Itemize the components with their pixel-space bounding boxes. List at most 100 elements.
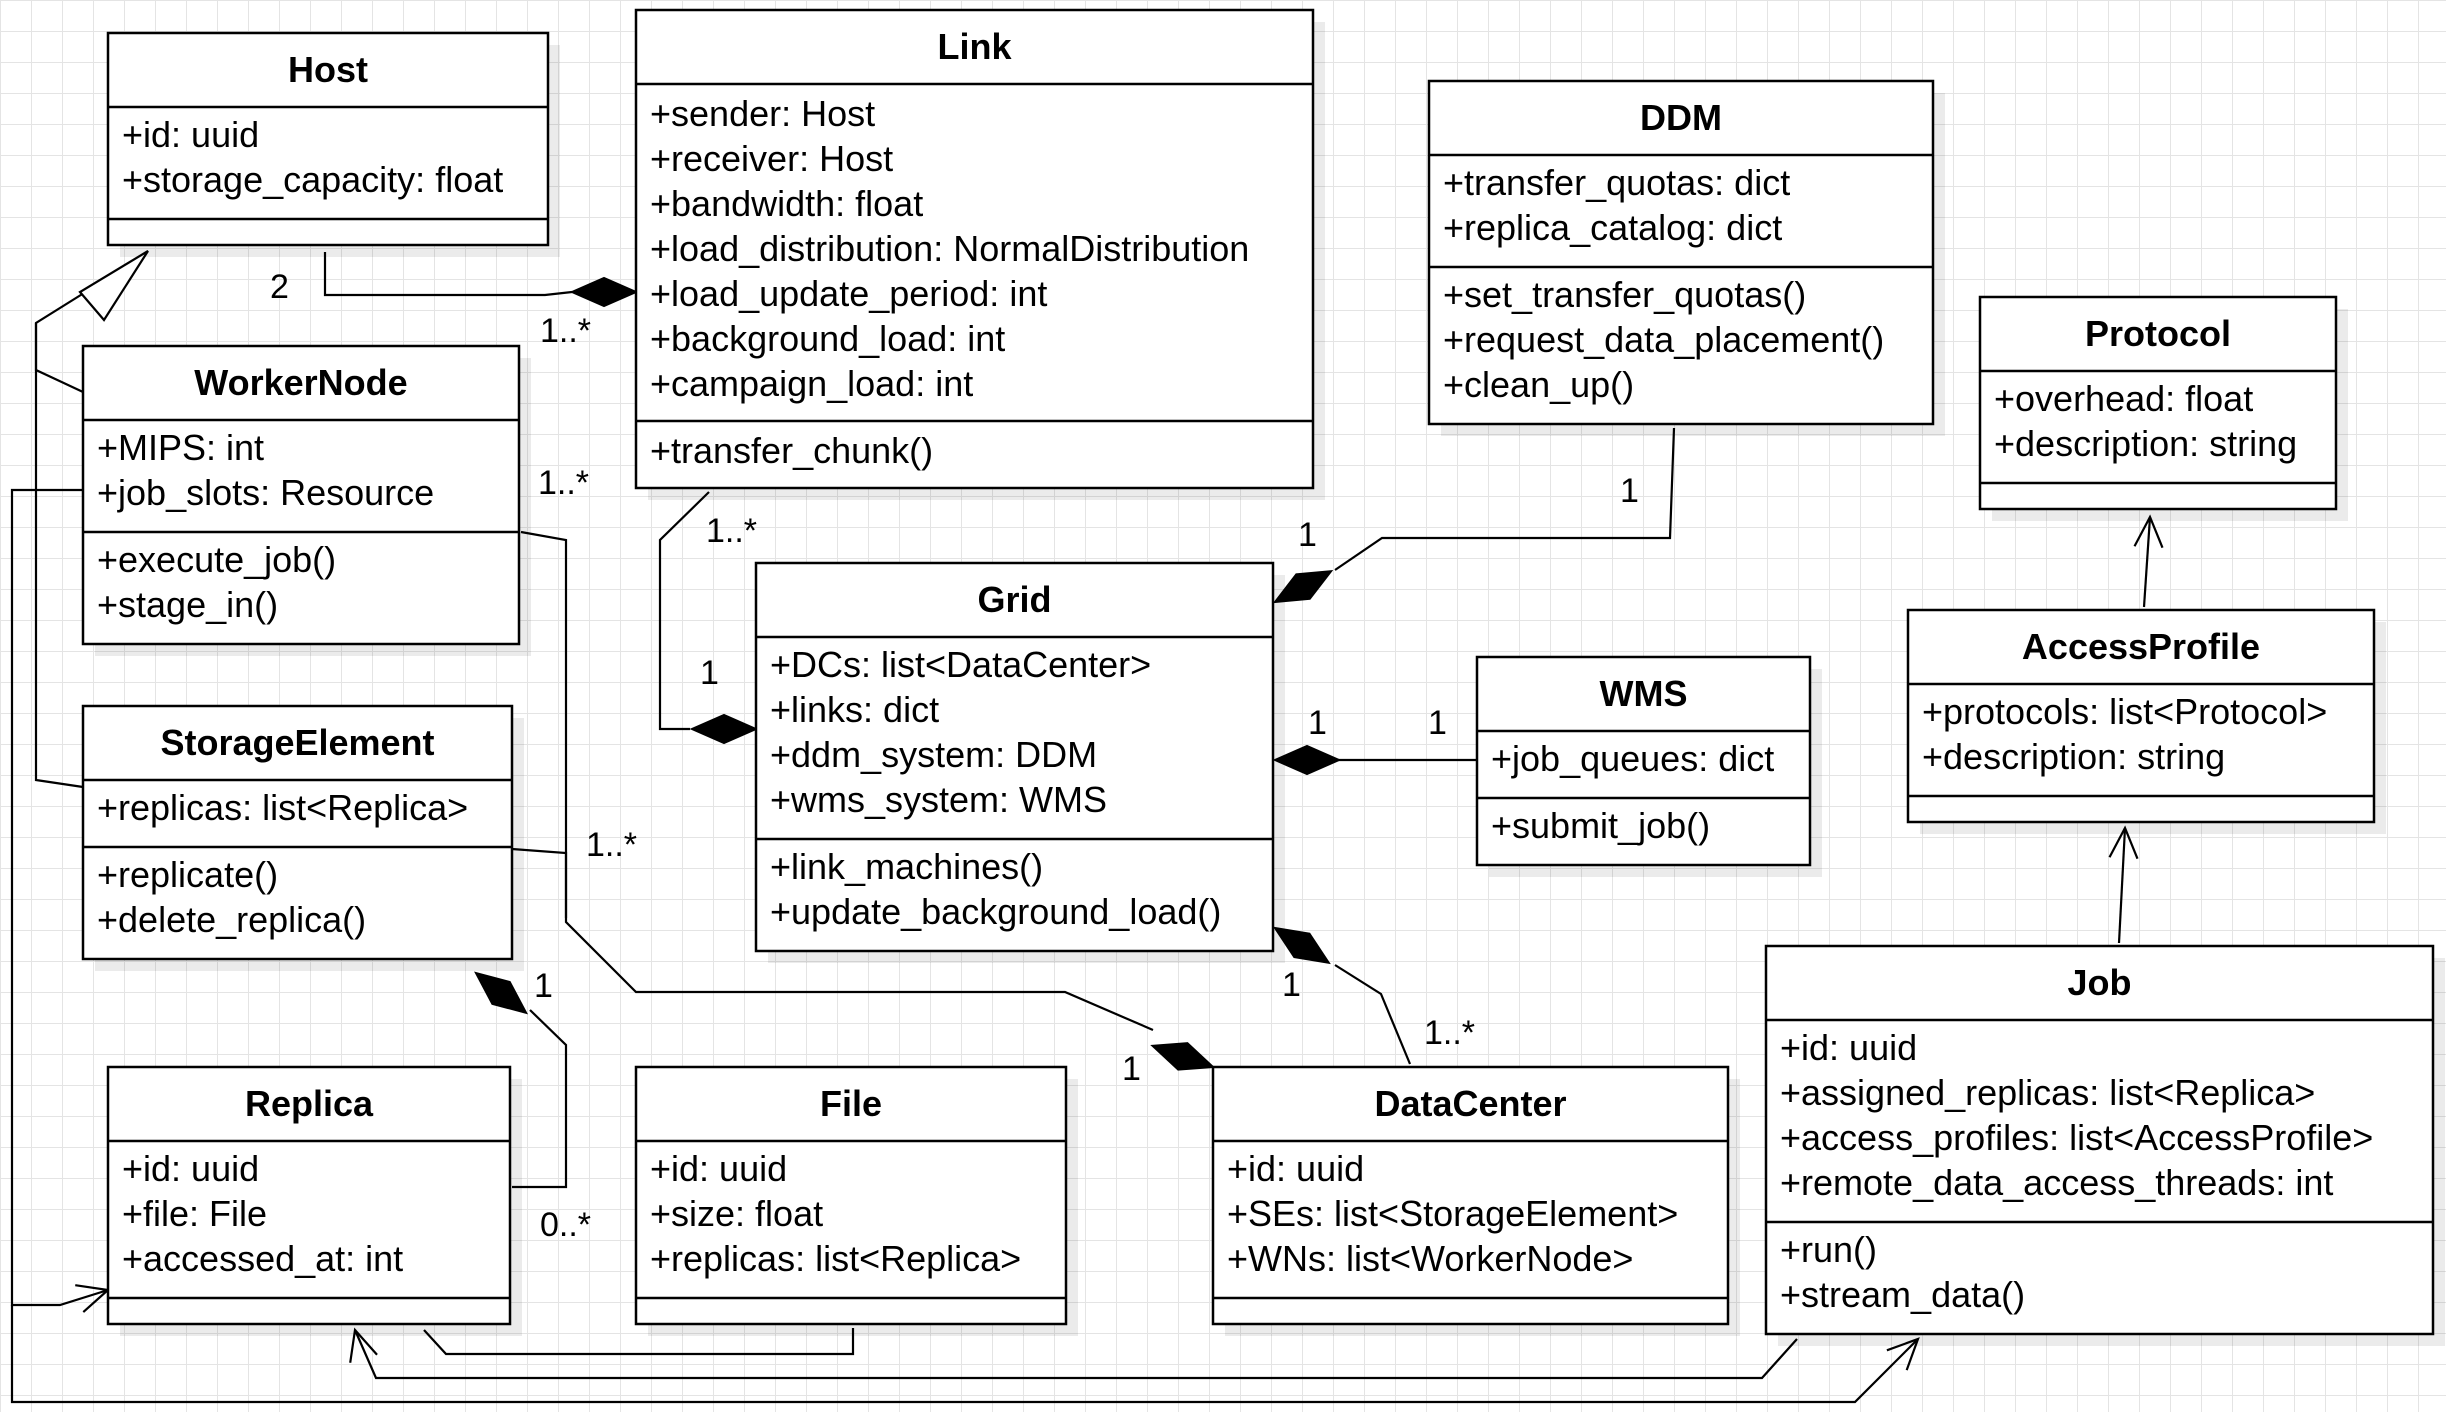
class-file: File +id: uuid+size: float+replicas: list…	[634, 1065, 1078, 1336]
class-name: DDM	[1640, 97, 1722, 138]
class-protocol: Protocol+overhead: float+description: st…	[1978, 295, 2348, 521]
class-attribute: +links: dict	[770, 689, 939, 730]
class-workernode: WorkerNode+MIPS: int+job_slots: Resource…	[81, 344, 531, 656]
class-storageelement: StorageElement+replicas: list<Replica>+r…	[81, 704, 524, 971]
class-attribute: +job_queues: dict	[1491, 738, 1774, 779]
class-method: +run()	[1780, 1229, 1877, 1270]
composition-diamond-link	[569, 276, 639, 308]
class-datacenter: DataCenter+id: uuid+SEs: list<StorageEle…	[1211, 1065, 1740, 1336]
class-box	[634, 8, 1315, 490]
association-datacenter-grid	[1334, 964, 1412, 1065]
class-attribute: +background_load: int	[650, 318, 1005, 359]
class-attribute: +job_slots: Resource	[97, 472, 434, 513]
composition-diamond-storageelement	[474, 971, 529, 1015]
class-attribute: +id: uuid	[1227, 1148, 1364, 1189]
class-attribute: +receiver: Host	[650, 138, 893, 179]
association-workernode-job	[10, 1305, 1919, 1404]
class-name: StorageElement	[160, 722, 434, 763]
class-name: Host	[288, 49, 368, 90]
class-replica: Replica +id: uuid+file: File+accessed_at:…	[106, 1065, 522, 1336]
class-attribute: +replicas: list<Replica>	[650, 1238, 1021, 1279]
class-method: +link_machines()	[770, 846, 1043, 887]
class-attribute: +SEs: list<StorageElement>	[1227, 1193, 1678, 1234]
multiplicity-label: 1	[1620, 472, 1639, 510]
multiplicity-label: 1	[1428, 704, 1447, 742]
class-box	[634, 1065, 1068, 1326]
multiplicity-label: 1..*	[1424, 1014, 1475, 1052]
class-box	[106, 1065, 512, 1326]
class-attribute: +description: string	[1994, 423, 2297, 464]
multiplicity-label: 1	[1308, 704, 1327, 742]
association-accessprofile-protocol	[2142, 516, 2152, 608]
class-attribute: +wms_system: WMS	[770, 779, 1107, 820]
class-wms: WMS +job_queues: dict +submit_job()	[1475, 655, 1822, 877]
class-name: WMS	[1600, 673, 1688, 714]
class-name: DataCenter	[1374, 1083, 1566, 1124]
class-attribute: +bandwidth: float	[650, 183, 923, 224]
arrow-accessprofile	[2108, 825, 2139, 860]
class-attribute: +transfer_quotas: dict	[1443, 162, 1790, 203]
class-attribute: +file: File	[122, 1193, 267, 1234]
class-attribute: +size: float	[650, 1193, 823, 1234]
class-attribute: +replicas: list<Replica>	[97, 787, 468, 828]
class-method: +set_transfer_quotas()	[1443, 274, 1806, 315]
composition-diamond-grid-wms	[1272, 744, 1342, 776]
multiplicity-label: 1	[534, 967, 553, 1005]
association-job-accessprofile	[2117, 827, 2127, 944]
class-method: +stream_data()	[1780, 1274, 2025, 1315]
class-name: File	[820, 1083, 882, 1124]
class-attribute: +id: uuid	[650, 1148, 787, 1189]
class-name: Replica	[245, 1083, 374, 1124]
class-attribute: +WNs: list<WorkerNode>	[1227, 1238, 1633, 1279]
class-attribute: +replica_catalog: dict	[1443, 207, 1782, 248]
arrow-protocol	[2133, 514, 2164, 549]
class-box	[754, 561, 1275, 953]
class-box	[1475, 655, 1812, 867]
class-attribute: +id: uuid	[122, 1148, 259, 1189]
inheritance-arrow	[78, 250, 149, 322]
association-file-replica	[423, 1328, 855, 1356]
connectors	[10, 250, 2164, 1404]
class-host: Host +id: uuid+storage_capacity: float	[106, 31, 560, 257]
composition-diamond-datacenter	[1150, 1042, 1216, 1071]
class-box	[106, 31, 550, 247]
class-method: +transfer_chunk()	[650, 430, 933, 471]
association-se-datacenter	[511, 847, 568, 918]
class-attribute: +ddm_system: DDM	[770, 734, 1097, 775]
multiplicity-label: 1..*	[706, 512, 757, 550]
class-layer: Host+id: uuid+storage_capacity: floatLin…	[81, 8, 2445, 1346]
association-job-replica	[353, 1329, 1798, 1380]
association-host-link	[323, 252, 573, 297]
multiplicity-label: 1	[1122, 1050, 1141, 1088]
multiplicity-label: 1..*	[538, 464, 589, 502]
class-ddm: DDM +transfer_quotas: dict+replica_catalo…	[1427, 79, 1945, 436]
class-method: +update_background_load()	[770, 891, 1221, 932]
class-name: Link	[937, 26, 1012, 67]
class-method: +clean_up()	[1443, 364, 1634, 405]
class-attribute: +assigned_replicas: list<Replica>	[1780, 1072, 2315, 1113]
multiplicity-label: 0..*	[540, 1206, 591, 1244]
class-box	[1978, 295, 2338, 511]
class-attribute: +accessed_at: int	[122, 1238, 403, 1279]
class-box	[81, 704, 514, 961]
class-method: +execute_job()	[97, 539, 336, 580]
class-name: WorkerNode	[194, 362, 407, 403]
class-method: +submit_job()	[1491, 805, 1710, 846]
multiplicity-label: 1	[700, 654, 719, 692]
class-attribute: +id: uuid	[122, 114, 259, 155]
composition-diamond-grid-ddm	[1272, 569, 1334, 604]
association-workernode-datacenter	[520, 530, 1154, 1032]
class-name: AccessProfile	[2022, 626, 2260, 667]
class-attribute: +remote_data_access_threads: int	[1780, 1162, 2333, 1203]
arrow-job	[1886, 1337, 1920, 1371]
class-box	[1427, 79, 1935, 426]
class-attribute: +storage_capacity: float	[122, 159, 503, 200]
arrow-replica	[349, 1327, 378, 1363]
class-attribute: +protocols: list<Protocol>	[1922, 691, 2327, 732]
class-method: +request_data_placement()	[1443, 319, 1884, 360]
composition-diamond-grid-datacenter	[1272, 926, 1331, 965]
class-attribute: +description: string	[1922, 736, 2225, 777]
class-name: Protocol	[2085, 313, 2231, 354]
